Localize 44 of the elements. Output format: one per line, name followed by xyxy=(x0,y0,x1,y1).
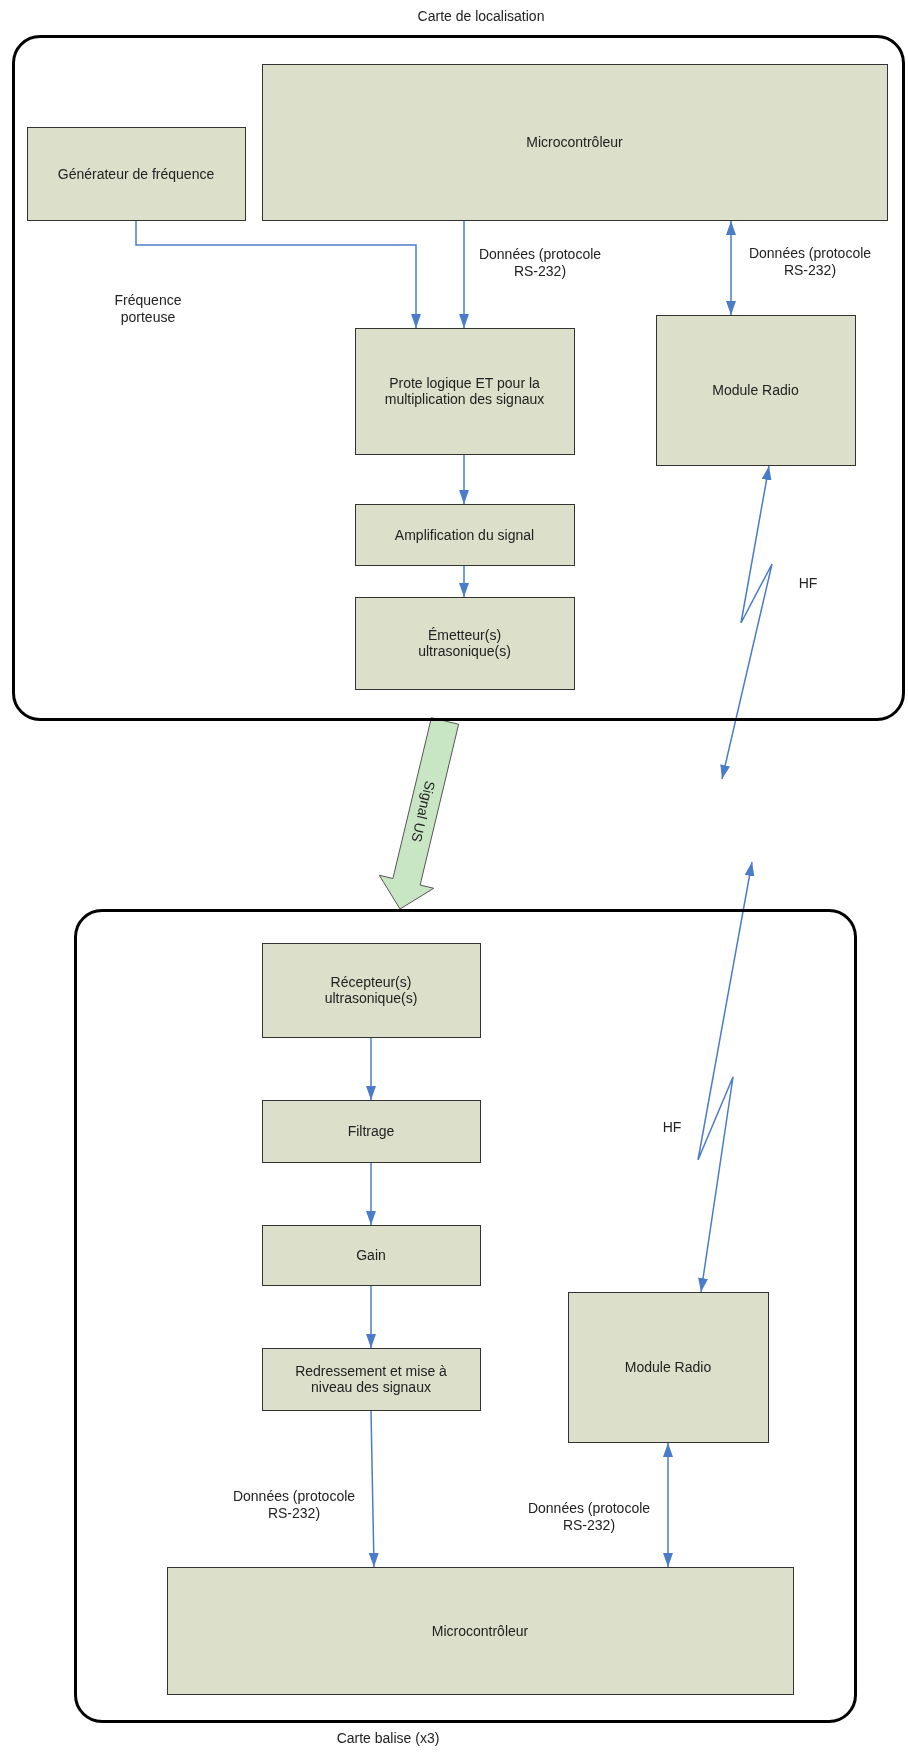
process-box xyxy=(261,942,481,1038)
arrow xyxy=(366,1285,376,1349)
process-box xyxy=(261,1099,481,1163)
arrow xyxy=(135,220,421,329)
arrow xyxy=(368,1410,379,1568)
arrow xyxy=(459,454,469,505)
block-label: Module Radio xyxy=(624,1359,712,1375)
edge-label: Données (protocole RS-232) xyxy=(526,1500,652,1534)
edge-label: Données (protocole RS-232) xyxy=(747,245,873,279)
arrow xyxy=(459,565,469,598)
block-label: Microcontrôleur xyxy=(526,134,623,150)
edge-label: Données (protocole RS-232) xyxy=(477,246,603,280)
board-title: Carte de localisation xyxy=(417,8,545,24)
edge-label: Signal US xyxy=(407,778,440,846)
process-box xyxy=(166,1566,794,1695)
process-box xyxy=(354,327,575,455)
block-label: Prote logique ET pour la multiplication des signaux xyxy=(383,375,546,407)
block-label: Émetteur(s) ultrasonique(s) xyxy=(417,627,512,659)
process-box xyxy=(261,63,888,221)
block-label: Redressement et mise à niveau des signaux xyxy=(294,1363,448,1395)
process-box xyxy=(567,1291,769,1443)
block-label: Gain xyxy=(356,1247,386,1263)
block-label: Récepteur(s) ultrasonique(s) xyxy=(323,974,419,1006)
block-arrow xyxy=(378,717,460,910)
process-box xyxy=(261,1224,481,1286)
process-box xyxy=(655,314,856,466)
board-title: Carte balise (x3) xyxy=(336,1730,440,1746)
arrow xyxy=(726,220,736,316)
arrow xyxy=(459,220,469,329)
process-box xyxy=(26,126,246,221)
process-box xyxy=(354,503,575,566)
block-label: Module Radio xyxy=(712,382,799,398)
edge-label: Données (protocole RS-232) xyxy=(231,1488,357,1522)
block-label: Microcontrôleur xyxy=(431,1622,529,1639)
arrow xyxy=(366,1037,376,1101)
process-box xyxy=(354,596,575,690)
process-box xyxy=(261,1347,481,1411)
arrow xyxy=(663,1442,673,1568)
arrow xyxy=(366,1162,376,1226)
block-label: Générateur de fréquence xyxy=(57,165,215,182)
arrow xyxy=(720,465,773,780)
block-label: Filtrage xyxy=(347,1123,395,1139)
block-label: Amplification du signal xyxy=(394,526,535,543)
arrow xyxy=(697,861,755,1293)
